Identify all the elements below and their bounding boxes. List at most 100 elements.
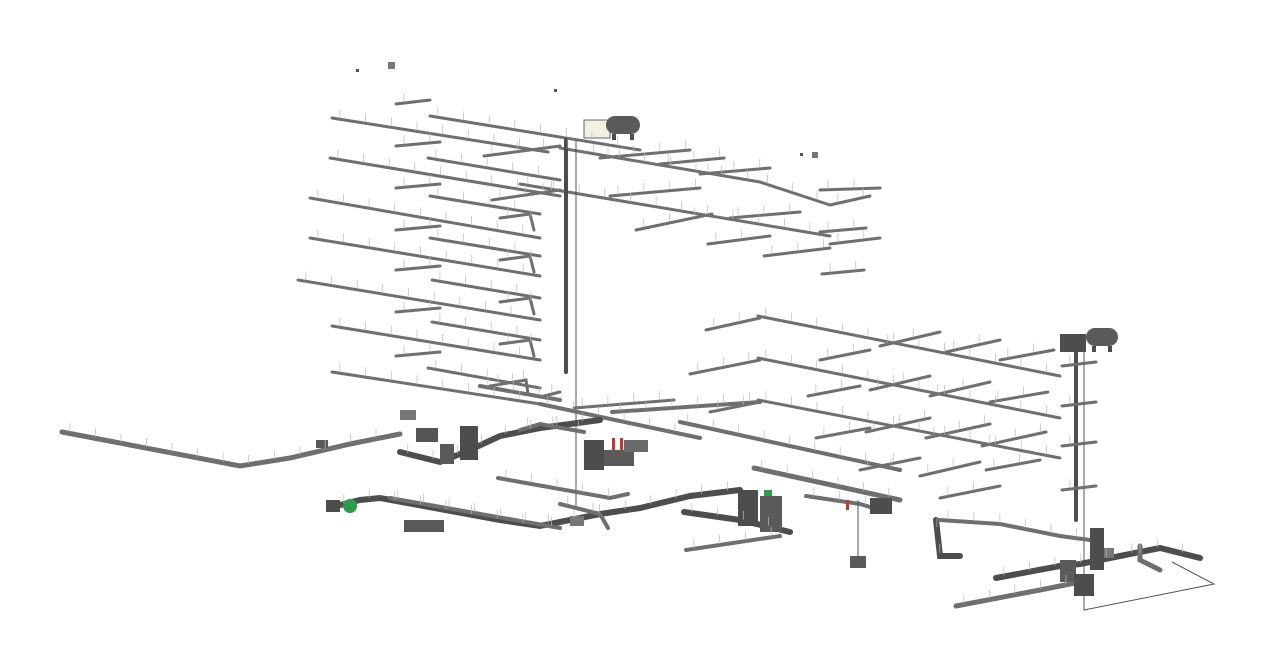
equipment — [1090, 528, 1104, 570]
branch-line — [698, 166, 772, 176]
branch-line — [428, 194, 542, 216]
branch-line — [858, 456, 922, 472]
equipment — [404, 520, 444, 532]
branch-line — [728, 210, 802, 220]
upper-riser — [564, 138, 577, 510]
long-main-pipe — [59, 429, 403, 469]
branch-line — [518, 182, 832, 238]
small-component — [388, 62, 395, 69]
branch-line — [688, 358, 762, 376]
branch-line — [756, 398, 1062, 460]
branch-line — [868, 374, 932, 392]
small-component — [800, 153, 803, 156]
branch-line — [308, 196, 542, 240]
branch-line — [330, 116, 550, 154]
lower-left-details — [518, 390, 676, 434]
branch-line — [706, 234, 772, 246]
equipment — [1060, 560, 1076, 582]
branch-line — [988, 390, 1050, 404]
elbow — [488, 378, 530, 396]
valve — [1104, 548, 1114, 558]
pipe — [933, 517, 963, 559]
riser-branch — [1060, 360, 1098, 368]
branch-line — [924, 422, 992, 440]
branch-line — [490, 188, 562, 202]
branch-line — [430, 278, 542, 300]
valve — [570, 516, 584, 526]
equipment — [870, 498, 892, 514]
branch-stub — [394, 140, 442, 148]
pipe — [572, 398, 676, 410]
pump — [326, 500, 340, 512]
pipe — [558, 502, 610, 530]
lower-left-main — [59, 410, 603, 469]
branch-line — [814, 426, 872, 440]
pipe-hangers — [69, 93, 1183, 604]
branch-line — [828, 236, 882, 246]
branch-line — [938, 484, 1002, 500]
branch-line — [426, 366, 542, 390]
pipe — [496, 476, 630, 501]
branch-line — [944, 338, 1002, 354]
branch-line — [608, 186, 702, 198]
pipe — [684, 534, 782, 552]
branch-line — [428, 236, 542, 258]
branch-line — [818, 186, 882, 192]
branch-stub — [394, 350, 442, 358]
branch-line — [762, 246, 832, 258]
branch-line — [308, 236, 542, 278]
tank-body — [606, 116, 640, 134]
pump-unit — [416, 428, 438, 442]
equipment — [738, 490, 758, 526]
mechanical-room-cluster — [584, 438, 648, 470]
branch-line — [756, 314, 1062, 378]
branch-line — [806, 384, 862, 398]
branch-line — [756, 356, 1062, 420]
lower-right-branch-lines — [688, 314, 1062, 500]
branch-stub — [394, 182, 442, 190]
branch-line — [426, 156, 562, 182]
branch-line — [828, 194, 872, 207]
elbow — [498, 296, 536, 316]
pipe — [751, 465, 903, 503]
equipment — [850, 556, 866, 568]
riser-branch — [1060, 484, 1098, 492]
branch-line — [984, 458, 1042, 472]
upper-expansion-tank — [583, 116, 640, 140]
equipment — [604, 450, 634, 466]
tank-leg — [1108, 346, 1112, 352]
tank-panel — [583, 119, 611, 139]
valve-red — [846, 500, 849, 510]
component — [400, 410, 416, 420]
branch-line — [428, 114, 642, 152]
equipment — [584, 440, 604, 470]
branch-stub — [394, 98, 432, 106]
upper-left-branch-lines — [296, 98, 642, 406]
pipe — [518, 421, 586, 434]
elbow — [498, 254, 536, 274]
branch-line — [820, 268, 866, 276]
branch-line — [658, 156, 726, 166]
branch-line — [634, 212, 714, 232]
valve — [316, 440, 328, 448]
lower-right-cluster — [681, 465, 903, 568]
branch-line — [330, 324, 542, 362]
branch-stub — [394, 264, 442, 272]
branch-line — [878, 330, 942, 348]
main-pipe — [678, 420, 902, 472]
branch-line — [998, 348, 1056, 362]
branch-line — [330, 370, 542, 406]
valve-red — [620, 438, 623, 450]
tank-leg — [612, 134, 616, 140]
branch-line — [980, 430, 1048, 448]
branch-line — [928, 380, 992, 398]
elbow — [498, 212, 536, 232]
equipment — [760, 496, 782, 532]
pump-unit — [460, 426, 478, 460]
branch-line — [704, 316, 762, 332]
pipe — [938, 518, 1092, 542]
thin-outline — [1083, 561, 1216, 611]
far-lower-right-system — [933, 517, 1216, 611]
riser-branch — [1060, 400, 1098, 408]
